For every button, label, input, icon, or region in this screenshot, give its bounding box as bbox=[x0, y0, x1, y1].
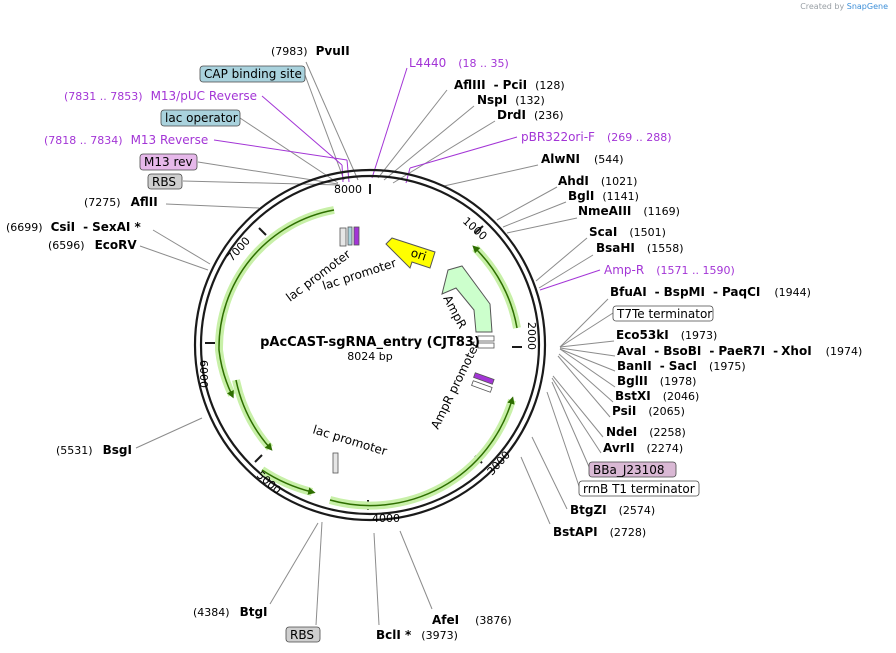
box-lac-operator: lac operator bbox=[160, 109, 241, 127]
svg-text:M13 rev: M13 rev bbox=[144, 155, 193, 169]
box-rbs-1: RBS bbox=[147, 173, 183, 190]
svg-text:lac operator: lac operator bbox=[165, 111, 238, 125]
orf-arrow-3 bbox=[214, 206, 335, 397]
tick-label-2000: 2000 bbox=[525, 322, 538, 350]
box-cap-binding-site: CAP binding site bbox=[199, 65, 306, 83]
tick-label-8000: 8000 bbox=[334, 183, 362, 196]
tick-label-1000: 1000 bbox=[460, 215, 490, 243]
feature-l4440: L4440(18 .. 35) bbox=[409, 56, 509, 70]
enzyme-psii: PsiI(2065) bbox=[612, 404, 685, 418]
ori-feature: ori bbox=[385, 237, 436, 269]
tick-label-6000: 6000 bbox=[197, 360, 210, 388]
enzyme-bsahi: BsaHI(1558) bbox=[596, 241, 683, 255]
enzyme-avai: AvaI-BsoBI-PaeR7I-XhoI(1974) bbox=[617, 344, 862, 358]
svg-text:RBS: RBS bbox=[290, 628, 314, 642]
small-features bbox=[332, 226, 495, 474]
enzyme-bcli: BclI *(3973) bbox=[376, 628, 458, 642]
enzyme-afliii: AflIII-PciI(128) bbox=[454, 78, 565, 92]
plasmid-name: pAcCAST-sgRNA_entry (CJT83) bbox=[260, 335, 480, 350]
orf-arrow-2 bbox=[328, 398, 516, 510]
svg-text:RBS: RBS bbox=[152, 175, 176, 189]
feature-leader-lines bbox=[213, 67, 601, 291]
snapgene-logo: SnapGene bbox=[846, 2, 888, 11]
enzyme-nmeaiii: NmeAIII(1169) bbox=[578, 204, 680, 218]
enzyme-alwni: AlwNI(544) bbox=[541, 152, 624, 166]
enzyme-labels: (7983)PvuII AflIII-PciI(128) NspI(132) D… bbox=[6, 44, 862, 642]
plasmid-size: 8024 bp bbox=[347, 350, 392, 363]
enzyme-bstxi: BstXI(2046) bbox=[615, 389, 699, 403]
enzyme-bfuai: BfuAI-BspMI-PaqCI(1944) bbox=[610, 285, 811, 299]
enzyme-ecorv: (6596)EcoRV bbox=[48, 238, 137, 252]
ampr-feature bbox=[441, 265, 493, 333]
enzyme-afei: AfeI(3876) bbox=[432, 613, 512, 627]
lac-promoter-label-3: lac promoter bbox=[311, 422, 389, 458]
backbone-ring bbox=[193, 168, 547, 522]
feature-m13-reverse: (7818 .. 7834)M13 Reverse bbox=[44, 133, 208, 147]
box-t7te-terminator: T7Te terminator bbox=[612, 305, 714, 322]
svg-text:rrnB T1 terminator: rrnB T1 terminator bbox=[583, 482, 695, 496]
box-rbs-2: RBS bbox=[285, 626, 321, 643]
enzyme-csii: (6699)CsiI-SexAI * bbox=[6, 220, 142, 234]
svg-text:T7Te terminator: T7Te terminator bbox=[616, 307, 712, 321]
enzyme-avrii: AvrII(2274) bbox=[603, 441, 683, 455]
feature-m13puc-reverse: (7831 .. 7853)M13/pUC Reverse bbox=[64, 89, 257, 103]
tick-label-5000: 5000 bbox=[254, 469, 284, 497]
svg-text:BBa_J23108: BBa_J23108 bbox=[593, 463, 665, 477]
enzyme-bgli: BglI(1141) bbox=[568, 189, 639, 203]
enzyme-scai: ScaI(1501) bbox=[589, 225, 666, 239]
enzyme-aflii: (7275)AflII bbox=[84, 195, 158, 209]
enzyme-ahdi: AhdI(1021) bbox=[558, 174, 637, 188]
orf-arrows bbox=[214, 206, 521, 510]
box-bba-j23108: BBa_J23108 bbox=[588, 461, 677, 478]
orf-arrow-4 bbox=[232, 379, 274, 451]
enzyme-drdi: DrdI(236) bbox=[497, 108, 564, 122]
enzyme-bstapi: BstAPI(2728) bbox=[553, 525, 646, 539]
feature-pbr322ori: pBR322ori-F(269 .. 288) bbox=[521, 130, 672, 144]
box-rrnb-t1-terminator: rrnB T1 terminator bbox=[578, 480, 700, 497]
svg-text:CAP binding site: CAP binding site bbox=[204, 67, 302, 81]
enzyme-eco53ki: Eco53kI(1973) bbox=[616, 328, 717, 342]
boxed-labels: CAP binding site lac operator M13 rev RB… bbox=[139, 65, 714, 643]
enzyme-bsgi: (5531)BsgI bbox=[56, 443, 132, 457]
snapgene-credit: Created by SnapGene bbox=[800, 2, 888, 11]
leader-lines bbox=[135, 61, 616, 626]
box-m13-rev: M13 rev bbox=[139, 153, 198, 171]
primer-labels: L4440(18 .. 35) pBR322ori-F(269 .. 288) … bbox=[44, 56, 735, 277]
ori-label: ori bbox=[409, 246, 428, 264]
feature-amp-r: Amp-R(1571 .. 1590) bbox=[604, 263, 735, 277]
tick-label-4000: 4000 bbox=[372, 512, 400, 525]
enzyme-pvuii: (7983)PvuII bbox=[271, 44, 350, 58]
enzyme-ndei: NdeI(2258) bbox=[606, 425, 686, 439]
credit-text: Created by bbox=[800, 2, 845, 11]
enzyme-nspi: NspI(132) bbox=[477, 93, 545, 107]
enzyme-bglii: BglII(1978) bbox=[617, 374, 696, 388]
enzyme-banii: BanII-SacI(1975) bbox=[617, 359, 746, 373]
enzyme-btgzi: BtgZI(2574) bbox=[570, 503, 655, 517]
enzyme-btgi: (4384)BtgI bbox=[193, 605, 268, 619]
